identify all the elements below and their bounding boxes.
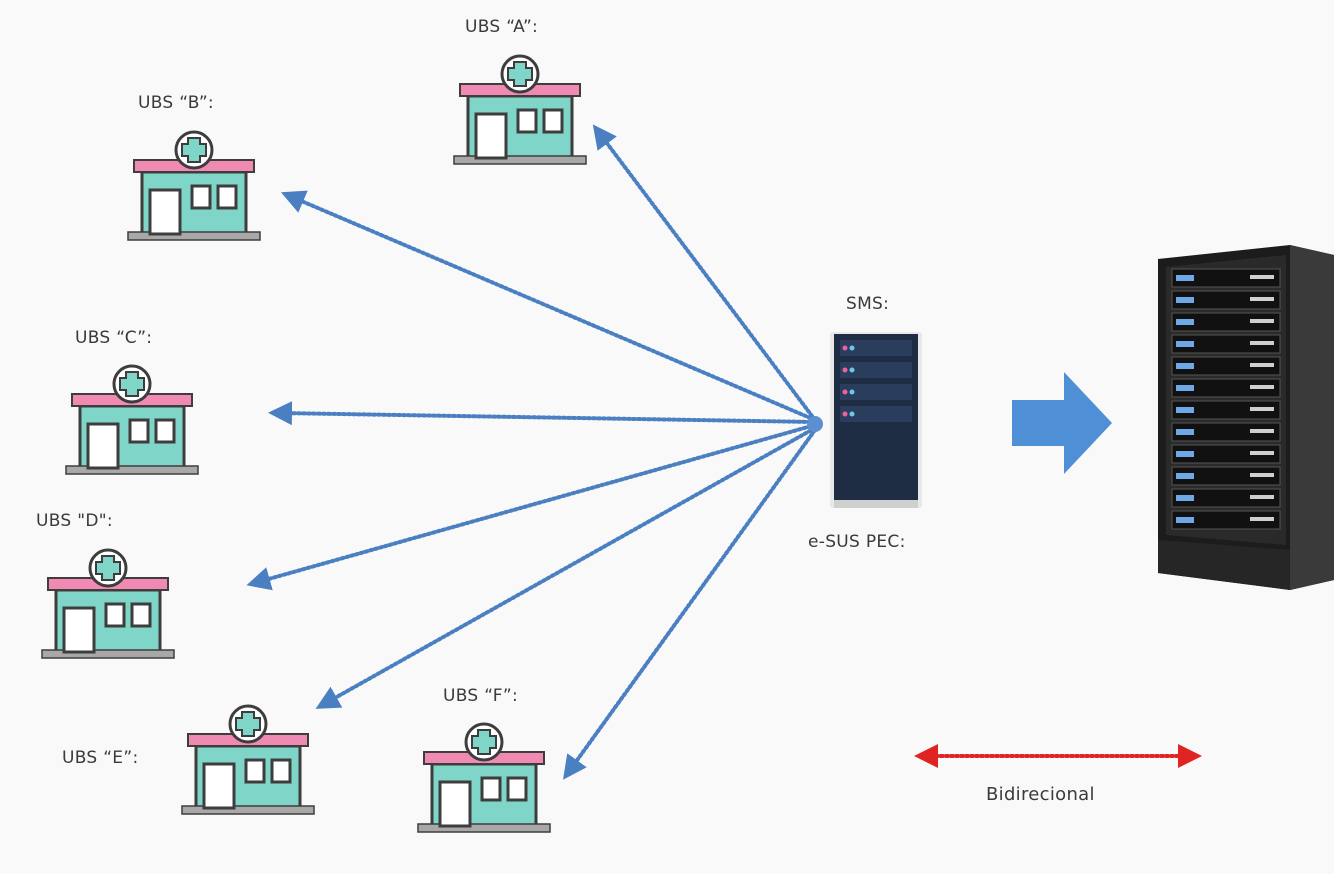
legend-label: Bidirecional [986,784,1095,805]
ubs-b-building [122,128,262,278]
sms-label: SMS: [846,294,890,314]
edge-sms-ubs-a [592,124,817,422]
server-icon [830,332,922,508]
ubs-d-label: UBS "D": [36,511,113,531]
ubs-f-label: UBS “F”: [443,686,518,706]
ubs-e-building [176,702,316,852]
connection-lines [246,124,1202,780]
edge-sms-ubs-e [315,426,817,709]
ubs-a-building [448,52,588,202]
edge-sms-ubs-d [246,423,817,591]
hub-dot [807,416,823,432]
ubs-c-label: UBS “C”: [75,328,153,348]
health-clinic-building-icon [417,722,551,833]
server-rack-icon [1158,245,1334,590]
health-clinic-building-icon [127,130,261,241]
network-diagram: UBS “A”: UBS “B”: UBS “C”: UBS "D": UBS … [36,17,1334,833]
ubs-f-building [412,720,552,870]
esus-pec-label: e-SUS PEC: [808,532,906,552]
edge-sms-ubs-b [280,190,817,422]
ubs-c-building [60,362,200,512]
ubs-b-label: UBS “B”: [138,93,214,113]
health-clinic-building-icon [453,54,587,165]
edge-sms-ubs-c [268,401,817,426]
edge-sms-ubs-f [562,428,817,780]
health-clinic-building-icon [181,704,315,815]
sms-server [826,330,926,512]
ubs-d-building [36,546,176,696]
health-clinic-building-icon [65,364,199,475]
ubs-e-label: UBS “E”: [62,748,139,768]
right-arrow-icon [1012,372,1112,474]
health-clinic-building-icon [41,548,175,659]
ubs-a-label: UBS “A”: [465,17,539,37]
